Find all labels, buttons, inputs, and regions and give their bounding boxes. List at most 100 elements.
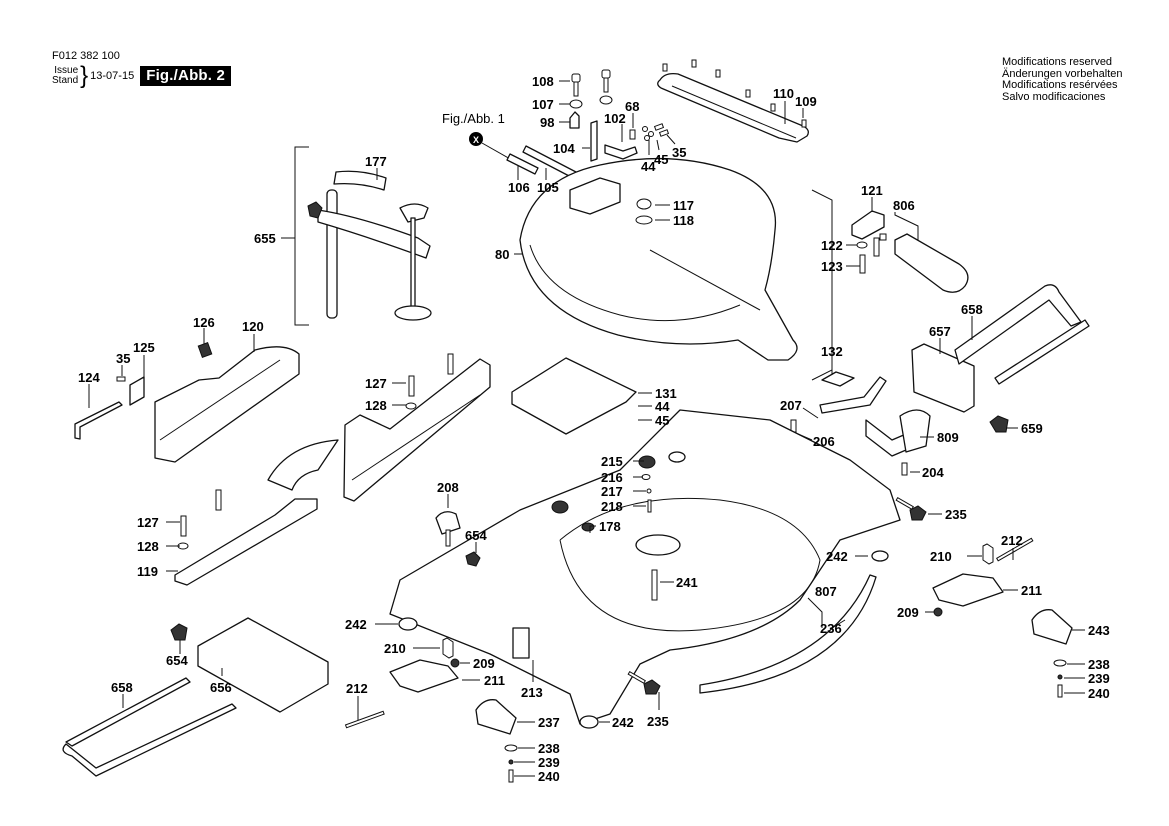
screw-109d xyxy=(745,89,751,98)
screw-127b xyxy=(447,353,454,375)
miter-scale-236 xyxy=(699,574,877,694)
callout-label: 210 xyxy=(384,641,406,656)
callout-label: 654 xyxy=(465,528,487,543)
upper-hardware-group xyxy=(506,69,670,179)
nut-217 xyxy=(646,488,652,494)
callout-label: 107 xyxy=(532,97,554,112)
screw-108b-head xyxy=(601,69,611,79)
hex-key-124 xyxy=(74,401,123,440)
screw-109a xyxy=(662,63,668,72)
screw-240 xyxy=(1057,684,1063,698)
clamp-screw xyxy=(410,217,416,309)
handle-grip xyxy=(894,233,969,293)
callout-label: 239 xyxy=(538,755,560,770)
blade-guard-slot xyxy=(649,249,761,311)
label-177 xyxy=(333,170,387,191)
callout-label: 658 xyxy=(111,680,133,695)
spring-210 xyxy=(982,543,994,565)
scale-fence-group xyxy=(267,353,491,502)
screw-127d xyxy=(215,489,222,511)
callout-label: 659 xyxy=(1021,421,1043,436)
screw-240b xyxy=(508,769,514,783)
washer-44a xyxy=(642,126,648,132)
center-hardware xyxy=(551,451,686,532)
knob-659 xyxy=(989,415,1009,433)
clamp-knob-side xyxy=(307,201,323,219)
callout-label: 213 xyxy=(521,685,543,700)
callout-label: 656 xyxy=(210,680,232,695)
stop-211 xyxy=(932,573,1004,607)
callout-label: 216 xyxy=(601,470,623,485)
callout-label: 654 xyxy=(166,653,188,668)
callout-label: 110 xyxy=(773,86,794,101)
leader xyxy=(811,189,833,381)
figure-reference-marker-text: X xyxy=(473,135,479,145)
leader xyxy=(589,525,596,533)
knob-208-screw xyxy=(445,529,451,547)
callout-label: 127 xyxy=(365,376,387,391)
callout-label: 117 xyxy=(673,198,694,213)
callout-label: 215 xyxy=(601,454,623,469)
leader xyxy=(802,407,819,419)
issue-block: Issue Stand } 13-07-15 Fig./Abb. 2 xyxy=(52,64,232,88)
callout-label: 45 xyxy=(655,413,669,428)
main-base xyxy=(389,409,901,725)
callout-label: 655 xyxy=(254,231,276,246)
rod-658-upper xyxy=(954,284,1082,365)
callout-label: 35 xyxy=(116,351,130,366)
callout-label: 236 xyxy=(820,621,842,636)
stand-label: Stand xyxy=(52,75,79,86)
screw-109f xyxy=(801,119,807,128)
callout-label: 177 xyxy=(365,154,387,169)
fence-120-edge xyxy=(159,359,281,441)
knob-654b xyxy=(170,623,188,641)
nut-107b xyxy=(599,95,613,105)
callout-label: 242 xyxy=(826,549,848,564)
callout-label: 44 xyxy=(655,399,670,414)
turntable-ring xyxy=(559,497,821,632)
bracket-group-809 xyxy=(790,371,931,476)
callout-label: 204 xyxy=(922,465,944,480)
screw-35b xyxy=(658,129,670,137)
callout-labels: 108 107 98 68 102 104 44 45 35 106 105 1… xyxy=(78,74,1110,784)
notice-line: Modifications resérvées xyxy=(1002,79,1118,91)
stop-243 xyxy=(1031,609,1073,645)
knob-235 xyxy=(909,505,927,521)
stop-237 xyxy=(475,699,517,735)
callout-label: 105 xyxy=(537,180,559,195)
leader xyxy=(894,212,919,240)
screw-68 xyxy=(629,129,636,140)
notice-line: Modifications reserved xyxy=(1002,56,1113,68)
fence-119-body xyxy=(174,498,318,586)
handle-assembly-806 xyxy=(851,210,969,293)
stop-211b xyxy=(389,659,459,693)
left-fence-group xyxy=(74,342,300,463)
figure-reference-marker xyxy=(469,132,483,146)
scale-fence-ticks xyxy=(351,394,481,481)
callout-label: 44 xyxy=(641,159,656,174)
clip-125 xyxy=(129,376,145,406)
washer-216 xyxy=(641,474,651,480)
callout-label: 98 xyxy=(540,115,554,130)
extension-table-656 xyxy=(197,617,329,713)
nut-239 xyxy=(1057,674,1063,680)
callout-label: 121 xyxy=(861,183,883,198)
work-clamp-655 xyxy=(294,146,432,326)
callout-label: 106 xyxy=(508,180,530,195)
callout-label: 127 xyxy=(137,515,159,530)
screw-35 xyxy=(116,376,126,382)
callout-label: 238 xyxy=(1088,657,1110,672)
scale-fence xyxy=(343,358,491,502)
stud-106 xyxy=(506,153,539,175)
callout-label: 235 xyxy=(945,507,967,522)
screw-212b xyxy=(344,710,385,729)
callout-label: 209 xyxy=(897,605,919,620)
rod-658b-upper xyxy=(65,677,191,747)
figure-reference-text: Fig./Abb. 1 xyxy=(442,111,505,126)
rod-658b-lower xyxy=(62,703,237,777)
callout-label: 122 xyxy=(821,238,843,253)
document-number: F012 382 100 xyxy=(52,50,120,62)
bracket-809 xyxy=(899,409,931,453)
left-stop-group xyxy=(344,617,599,783)
